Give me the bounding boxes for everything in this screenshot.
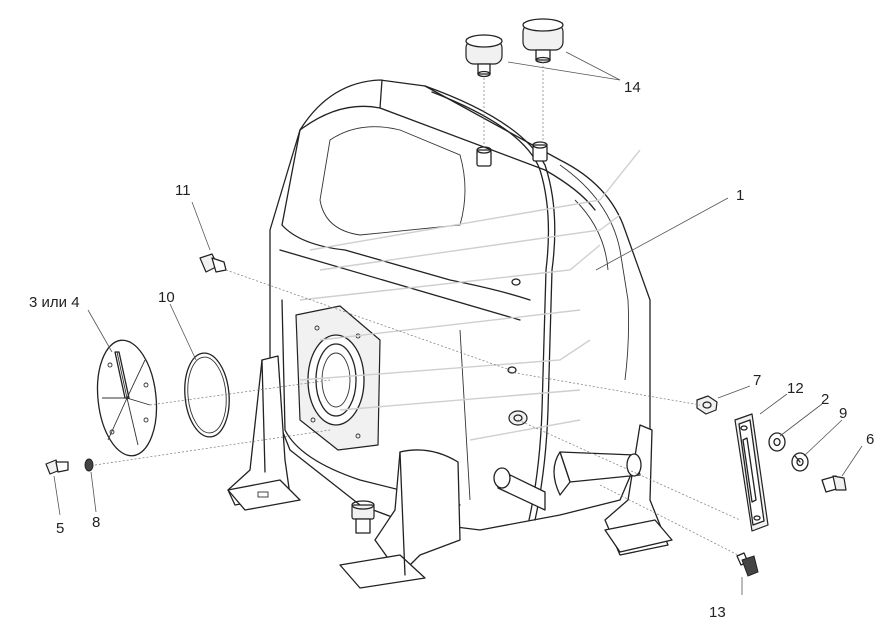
part-11-plug [199,253,227,273]
label-3-or-4: 3 или 4 [29,294,80,311]
part-12-level-indicator [734,413,769,532]
label-1: 1 [736,187,744,204]
left-support-bracket [227,355,301,511]
tank-top-fittings [476,141,548,167]
watermark-logo [299,149,641,441]
part-14-caps [465,18,564,78]
leader-lines [53,51,863,595]
tank-flange-opening [295,305,381,451]
part-10-o-ring [184,352,230,438]
label-14: 14 [624,79,641,96]
part-6-bolt [821,475,847,493]
part-9-spring-washer [791,452,809,472]
label-11: 11 [175,182,191,199]
part-13-plug [736,552,759,577]
front-support-bracket [339,449,461,589]
label-13: 13 [709,604,726,621]
label-9: 9 [839,405,847,422]
part-5-bolt [45,459,69,475]
label-5: 5 [56,520,64,537]
label-2: 2 [821,391,829,408]
label-10: 10 [158,289,175,306]
label-7: 7 [753,372,761,389]
right-support-bracket [604,424,673,556]
outlet-pipes [493,451,642,511]
label-6: 6 [866,431,874,448]
part-8-washer [84,458,94,472]
part-2-washer [768,432,786,452]
drain-plug [351,500,375,534]
part-3-4-cover-plate [96,339,158,457]
part-7-nut [696,395,718,415]
label-8: 8 [92,514,100,531]
label-12: 12 [787,380,804,397]
